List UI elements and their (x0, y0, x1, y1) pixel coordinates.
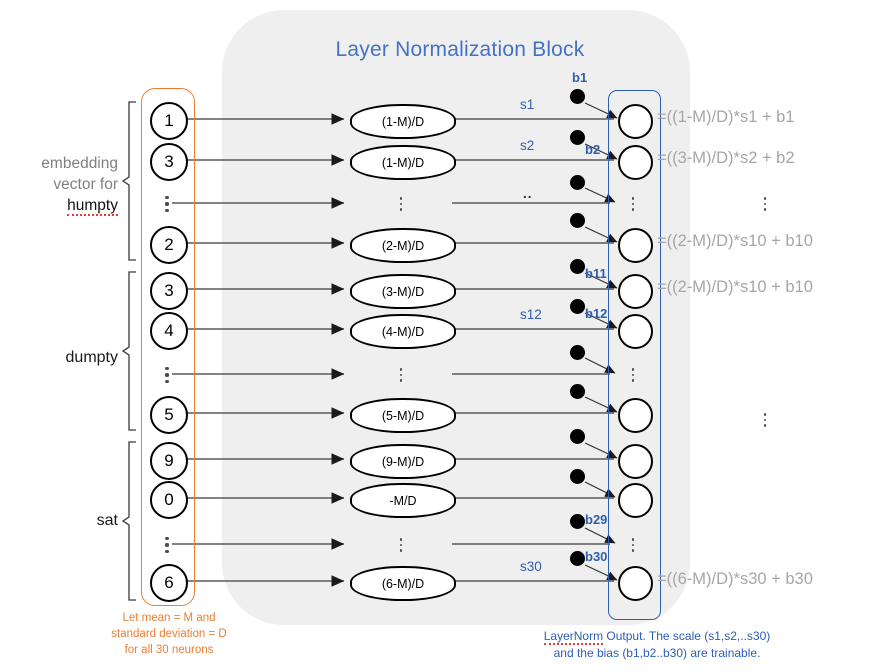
blue-caption-line-2: and the bias (b1,b2..b30) are trainable. (553, 646, 761, 660)
bias-dot-11[interactable] (570, 514, 585, 529)
input-neuron-4[interactable]: 2 (150, 226, 188, 264)
output-ellipsis-1 (626, 193, 640, 215)
norm-ellipse-1[interactable]: (1-M)/D (350, 104, 456, 139)
layernorm-link: LayerNorm (543, 629, 604, 645)
input-neuron-10[interactable]: 0 (150, 481, 188, 519)
output-equation-1: =((1-M)/D)*s1 + b1 (657, 108, 795, 126)
bias-dot-12[interactable] (570, 551, 585, 566)
mean-std-caption: Let mean = M and standard deviation = D … (55, 610, 283, 658)
input-neuron-9[interactable]: 9 (150, 442, 188, 480)
output-equation-12: =((6-M)/D)*s30 + b30 (657, 570, 813, 588)
norm-ellipse-4[interactable]: (2-M)/D (350, 228, 456, 263)
norm-ellipse-2[interactable]: (1-M)/D (350, 145, 456, 180)
output-ellipsis-2 (626, 364, 640, 386)
bias-dot-3[interactable] (570, 175, 585, 190)
norm-ellipse-10[interactable]: -M/D (350, 483, 456, 518)
orange-caption-line-1: Let mean = M and (122, 612, 216, 624)
group-label-dumpty: dumpty (0, 347, 118, 368)
scale-label-s30: s30 (520, 559, 542, 574)
norm-ellipse-9[interactable]: (9-M)/D (350, 444, 456, 479)
output-neuron-4[interactable] (618, 228, 653, 263)
bias-dot-6[interactable] (570, 299, 585, 314)
bias-dot-10[interactable] (570, 469, 585, 484)
norm-ellipsis-1 (394, 193, 408, 215)
equation-ellipsis-2 (758, 409, 772, 431)
bias-label-b29: b29 (585, 512, 608, 527)
blue-caption-rest: Output. The scale (s1,s2,..s30) (603, 629, 771, 643)
bias-label-b30: b30 (585, 549, 608, 564)
equation-ellipsis-1 (758, 193, 772, 215)
norm-ellipse-5[interactable]: (3-M)/D (350, 274, 456, 309)
scale-label-s12: s12 (520, 307, 542, 322)
bias-label-b1: b1 (572, 70, 588, 85)
input-ellipsis-1 (160, 192, 174, 216)
blue-caption-line-1: LayerNorm Output. The scale (s1,s2,..s30… (492, 628, 822, 645)
input-neuron-5[interactable]: 3 (150, 272, 188, 310)
bias-dot-5[interactable] (570, 259, 585, 274)
bias-label-b11: b11 (585, 266, 607, 281)
output-neuron-10[interactable] (618, 483, 653, 518)
bias-dot-2[interactable] (570, 130, 585, 145)
norm-ellipsis-3 (394, 534, 408, 556)
output-ellipsis-3 (626, 534, 640, 556)
norm-ellipse-8[interactable]: (5-M)/D (350, 398, 456, 433)
output-equation-2: =((3-M)/D)*s2 + b2 (657, 149, 795, 167)
bias-dot-4[interactable] (570, 213, 585, 228)
humpty-line-2: vector for (53, 176, 118, 193)
output-neurons-capsule (608, 90, 661, 620)
sat-word: sat (96, 512, 118, 529)
scale-label-s2: s2 (520, 138, 535, 153)
output-neuron-12[interactable] (618, 566, 653, 601)
output-neuron-8[interactable] (618, 398, 653, 433)
output-neuron-5[interactable] (618, 274, 653, 309)
input-ellipsis-3 (160, 533, 174, 557)
input-neuron-2[interactable]: 3 (150, 143, 188, 181)
dumpty-word: dumpty (65, 349, 118, 366)
layernorm-output-caption: LayerNorm Output. The scale (s1,s2,..s30… (492, 628, 822, 662)
output-equation-4: =((2-M)/D)*s10 + b10 (657, 232, 813, 250)
scale-label-s1: s1 (520, 97, 535, 112)
group-label-sat: sat (0, 510, 118, 531)
orange-caption-line-2: standard deviation = D (111, 628, 227, 640)
bias-label-b12: b12 (585, 306, 608, 321)
norm-ellipse-6[interactable]: (4-M)/D (350, 314, 456, 349)
humpty-word: humpty (67, 197, 118, 216)
page-title: Layer Normalization Block (335, 38, 585, 61)
input-neuron-12[interactable]: 6 (150, 564, 188, 602)
input-ellipsis-2 (160, 363, 174, 387)
output-neuron-1[interactable] (618, 104, 653, 139)
output-neuron-2[interactable] (618, 145, 653, 180)
bias-dot-8[interactable] (570, 384, 585, 399)
bias-dot-1[interactable] (570, 89, 585, 104)
norm-ellipse-12[interactable]: (6-M)/D (350, 566, 456, 601)
bias-dot-9[interactable] (570, 429, 585, 444)
bias-dot-7[interactable] (570, 345, 585, 360)
input-neuron-6[interactable]: 4 (150, 312, 188, 350)
input-neuron-8[interactable]: 5 (150, 396, 188, 434)
output-equation-5: =((2-M)/D)*s10 + b10 (657, 278, 813, 296)
bias-label-b2: b2 (585, 142, 601, 157)
output-neuron-9[interactable] (618, 444, 653, 479)
norm-ellipsis-2 (394, 364, 408, 386)
orange-caption-line-3: for all 30 neurons (124, 644, 214, 656)
input-neuron-1[interactable]: 1 (150, 102, 188, 140)
group-label-humpty: embedding vector for humpty (0, 153, 118, 216)
scale-label-dots: .. (523, 186, 533, 201)
input-neurons-capsule (141, 88, 195, 606)
output-neuron-6[interactable] (618, 314, 653, 349)
humpty-line-1: embedding (41, 155, 118, 172)
